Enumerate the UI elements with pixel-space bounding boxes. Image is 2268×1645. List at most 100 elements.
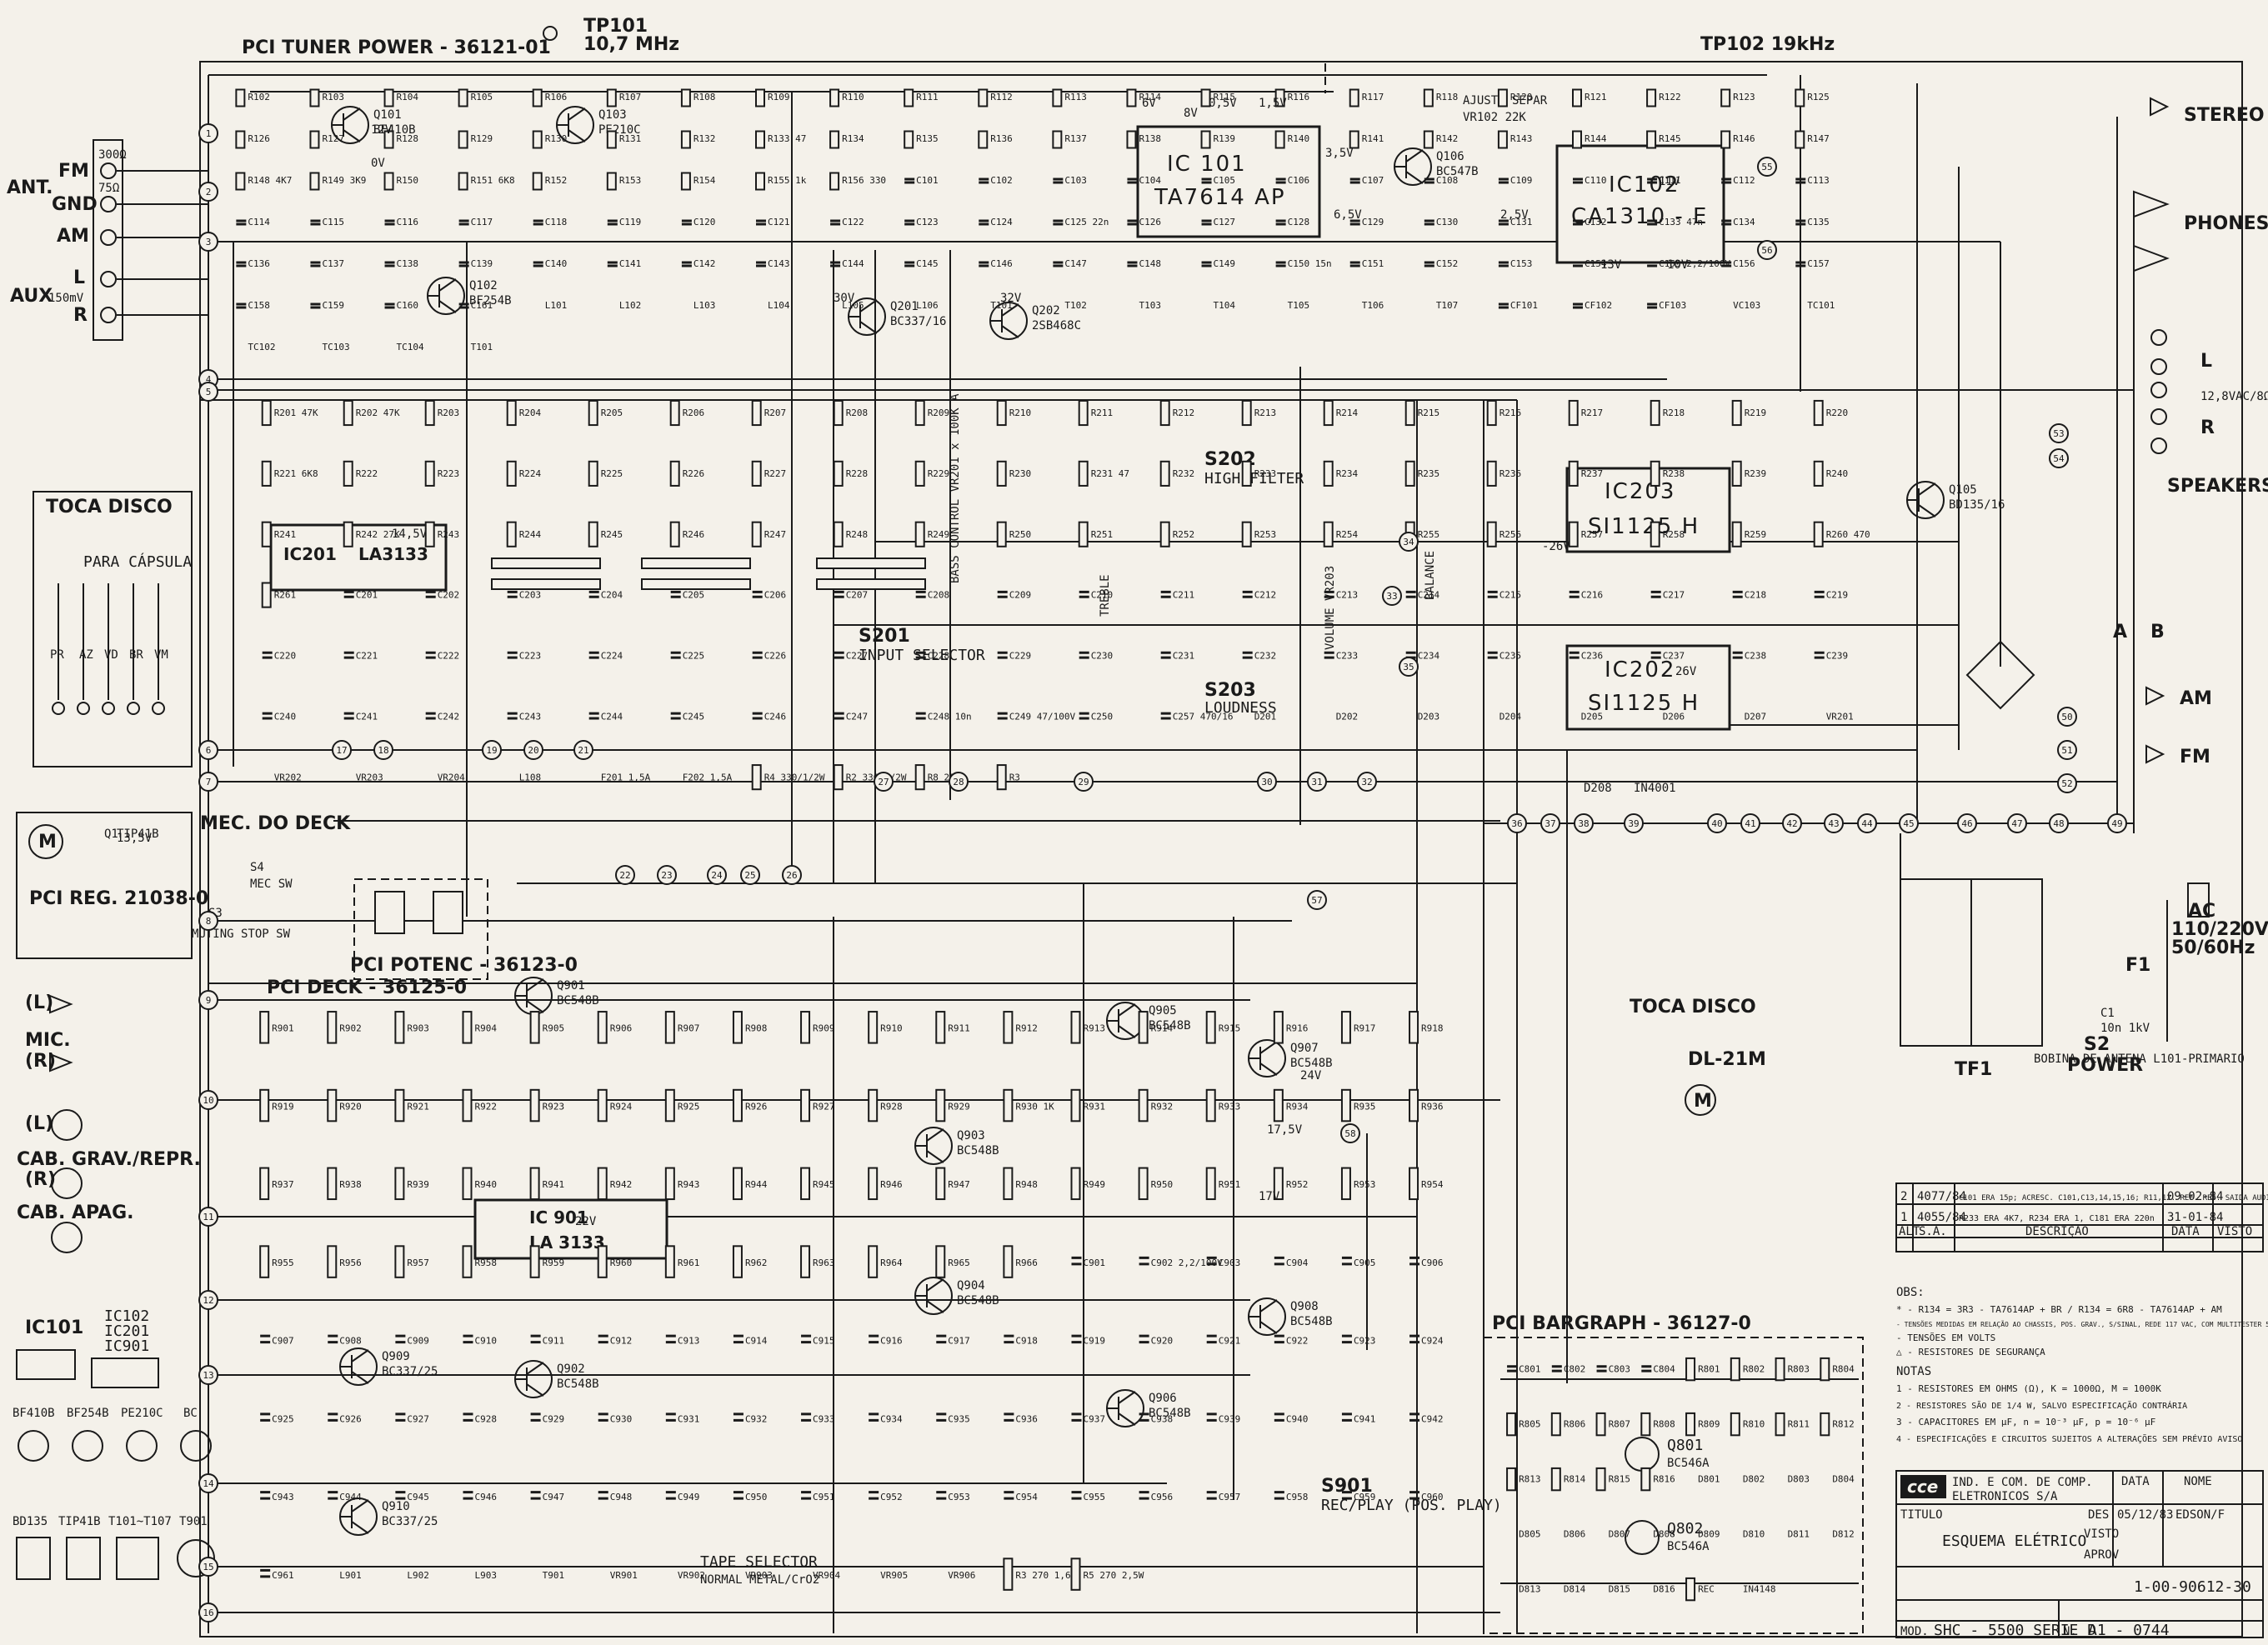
tuner-component: T101 (471, 342, 493, 352)
component-label: C126 (1139, 217, 1161, 228)
tuner-component: C155 2,2/100V (1647, 258, 1731, 269)
potenc-board: PCI POTENC - 36123-0 (350, 878, 578, 980)
revision-table: 2 4077/84 C101 ERA 15p; ACRESC. C101,C13… (1895, 1182, 2268, 1252)
component-label: C111 (1659, 175, 1681, 186)
component-label: C118 (545, 217, 568, 228)
tuner-board-outline (207, 61, 1326, 93)
component-label: R958 (475, 1258, 498, 1268)
tuner-component: C104 (1127, 175, 1161, 186)
preamp-component: R253 (1241, 521, 1276, 548)
connector-node-number: 39 (1628, 818, 1639, 829)
deck-component: R938 (327, 1167, 362, 1201)
legend-bc: BC (183, 1407, 198, 1420)
tuner-component: C142 (681, 258, 715, 269)
component-label: C116 (397, 217, 419, 228)
component-label: C905 (1354, 1258, 1376, 1268)
component-label: C936 (1015, 1413, 1038, 1424)
component-label: R125 (1807, 92, 1830, 102)
preamp-component: D207 (1745, 711, 1767, 722)
component-label: C102 (990, 175, 1013, 186)
component-label: R927 (813, 1101, 835, 1112)
component-label: R953 (1354, 1179, 1376, 1190)
component-label: R156 330 (842, 175, 886, 186)
component-label: L104 (768, 300, 790, 311)
speaker-r-label: R (2200, 418, 2215, 438)
nota-3: 3 - CAPACITORES EM μF, n = 10⁻³ μF, p = … (1896, 1417, 2155, 1428)
component-label: R243 (438, 529, 460, 540)
connector-node: 38 (1574, 813, 1594, 833)
preamp-component: C230 (1079, 651, 1113, 662)
component-label: R902 (339, 1023, 362, 1034)
speaker-spec-label: 12,8VAC/8Ω (2200, 390, 2268, 403)
tuner-component: R133 47 (755, 130, 806, 149)
component-label: C248 10n (928, 711, 972, 722)
component-label: C135 (1807, 217, 1830, 228)
connector-node-number: 50 (2061, 712, 2072, 722)
title-block: cce IND. E COM. DE COMP. ELETRONICOS S/A… (1895, 1470, 2264, 1639)
tuner-component: C119 (607, 217, 641, 228)
deck-component: R914 (1138, 1011, 1173, 1044)
component-label: C160 (397, 300, 419, 311)
deck-component: R901 (259, 1011, 294, 1044)
preamp-component: C249 47/100V (997, 711, 1076, 722)
component-label: R229 (928, 468, 950, 479)
tuner-component: C109 (1498, 175, 1532, 186)
deck-component: T901 (543, 1570, 565, 1581)
bargraph-component: R808 (1640, 1412, 1675, 1437)
component-label: R937 (272, 1179, 294, 1190)
component-label: R127 (322, 133, 344, 144)
deck-component: C908 (328, 1334, 362, 1347)
bargraph-component: R811 (1775, 1412, 1810, 1437)
preamp-component: C224 (588, 651, 623, 662)
bargraph-component: R816 (1640, 1467, 1675, 1492)
tuner-component: C103 (1053, 175, 1087, 186)
connector-node-number: 12 (203, 1295, 213, 1306)
component-label: R901 (272, 1023, 294, 1034)
connector-node-number: 38 (1578, 818, 1589, 829)
s201-name: INPUT SELECTOR (859, 647, 985, 664)
component-label: R102 (248, 92, 270, 102)
component-label: C924 (1421, 1336, 1444, 1347)
voltage-annotation: 1,5V (1259, 97, 1287, 110)
deck-component: C904 (1274, 1256, 1309, 1268)
component-label: R121 (1585, 92, 1607, 102)
tuner-component: R105 (458, 88, 493, 108)
mec-sw-label: MEC SW (250, 878, 293, 891)
in4001-label: IN4001 (1634, 782, 1676, 795)
connector-node: 42 (1782, 813, 1802, 833)
component-label: C228 (928, 651, 950, 662)
tuner-component: L102 (619, 300, 642, 311)
pinout-legend: IC101 IC102 IC201 IC901 BF410B BF254B PE… (13, 1308, 215, 1580)
deck-component: C948 (598, 1491, 632, 1502)
toca-disco-motor-label: TOCA DISCO (1630, 997, 1756, 1018)
s901-name: REC/PLAY (POS. PLAY) (1321, 1497, 1502, 1514)
deck-component: C927 (395, 1412, 429, 1424)
component-label: R805 (1519, 1418, 1541, 1429)
mec-deck-label: MEC. DO DECK (200, 813, 351, 834)
nota-4: 4 - ESPECIFICAÇÕES E CIRCUITOS SUJEITOS … (1896, 1433, 2242, 1444)
component-label: C158 (248, 300, 270, 311)
deck-component: R952 (1273, 1167, 1308, 1201)
component-label: R128 (397, 133, 419, 144)
ic201-name: IC201 (283, 544, 337, 564)
component-label: VR202 (274, 772, 302, 782)
visto-label: VISTO (2084, 1528, 2119, 1541)
deck-component: R959 (529, 1245, 564, 1278)
component-label: C919 (1084, 1336, 1106, 1347)
bargraph-component: R804 (1820, 1357, 1855, 1382)
connector-node-number: 25 (744, 870, 755, 881)
connector-node: 31 (1307, 772, 1327, 792)
transistor-type: BC337/16 (890, 315, 946, 328)
component-label: C239 (1826, 651, 1849, 662)
bargraph-component: R805 (1506, 1412, 1541, 1437)
component-label: R3 (1009, 772, 1020, 782)
component-label: R227 (764, 468, 787, 479)
component-label: C207 (846, 590, 868, 601)
component-label: C915 (813, 1336, 835, 1347)
component-label: C951 (813, 1492, 835, 1502)
preamp-component: C239 (1814, 651, 1849, 662)
component-label: R811 (1788, 1418, 1810, 1429)
component-label: C932 (745, 1413, 768, 1424)
bargraph-component: R814 (1550, 1467, 1586, 1492)
